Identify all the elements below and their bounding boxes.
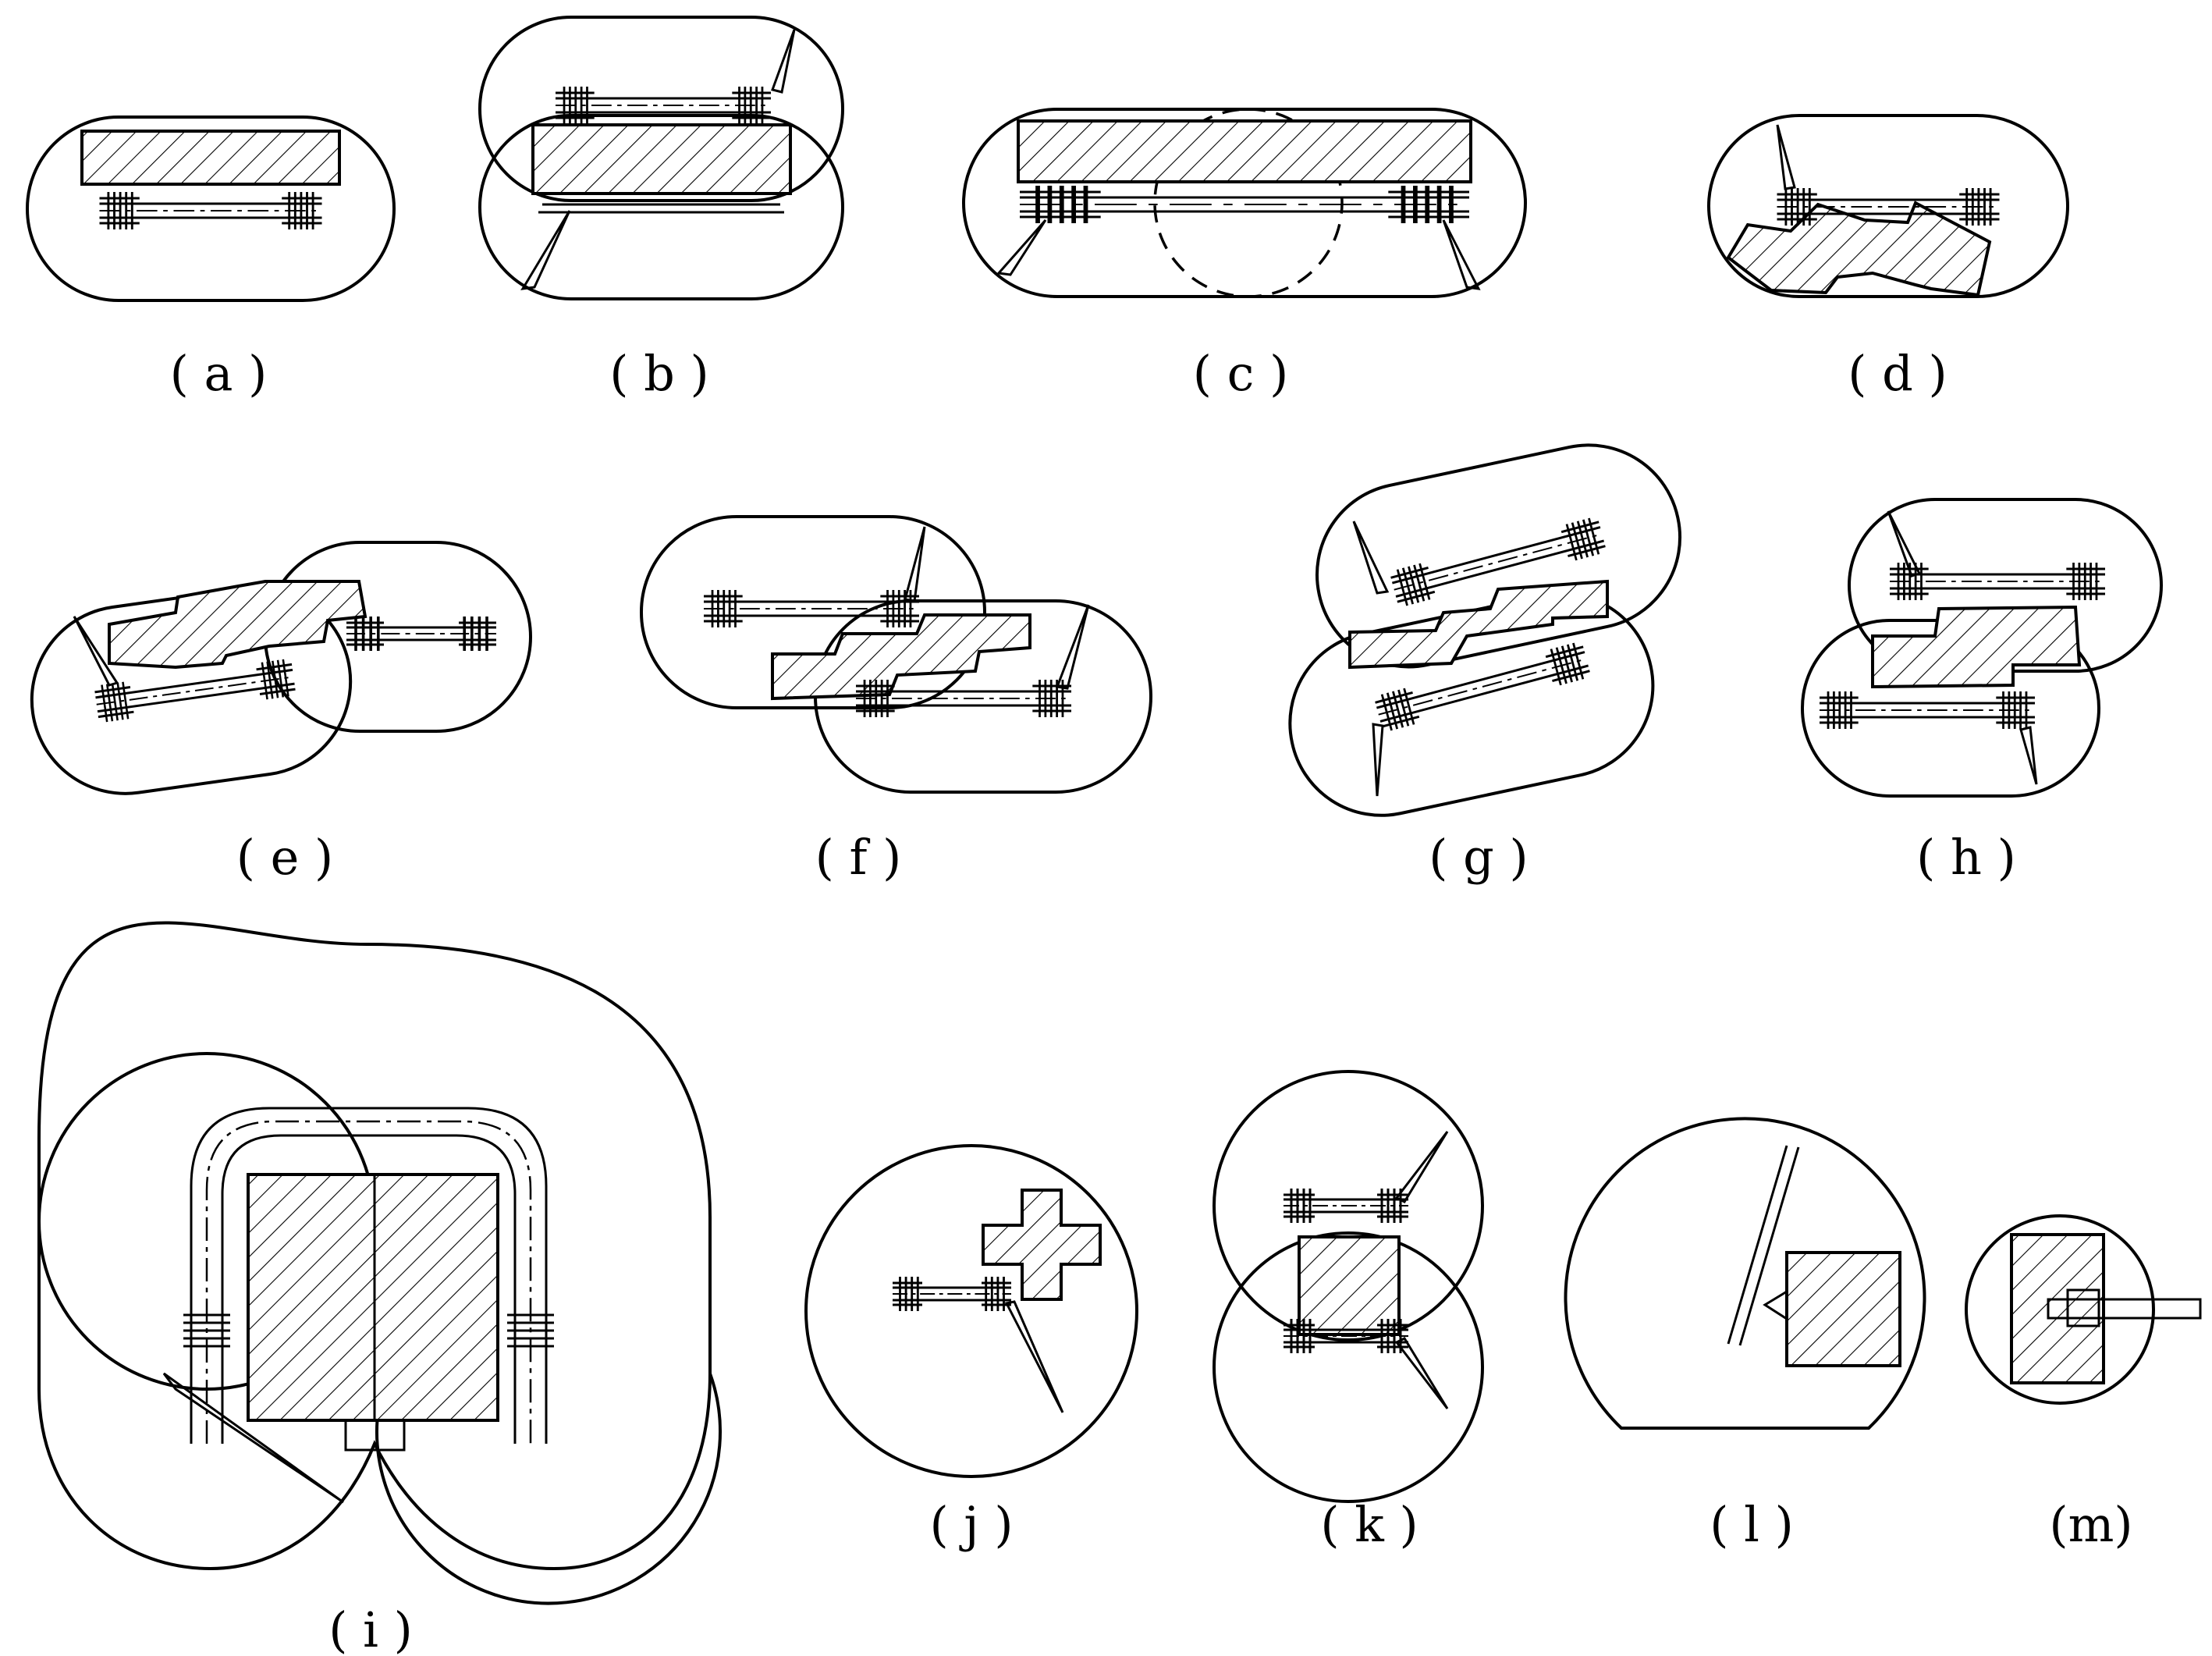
hatched-block	[80, 130, 341, 186]
conveyor-belt	[98, 190, 323, 231]
hatched-stepped-block	[108, 580, 367, 670]
panel-h	[1801, 498, 2163, 798]
work-zone-boundary	[1707, 114, 2069, 298]
conveyor-belt-left	[92, 656, 298, 725]
label-l: ( l )	[1710, 1496, 1794, 1553]
shifted-zone-dashed	[1153, 108, 1344, 298]
label-b: ( b )	[609, 345, 708, 402]
boom	[73, 616, 119, 687]
work-zone-arc-right	[375, 1373, 722, 1605]
boom-right	[1442, 219, 1481, 290]
u-belt-inner	[221, 1134, 517, 1444]
label-c: ( c )	[1193, 345, 1289, 402]
label-e: ( e )	[236, 829, 333, 886]
work-zone-boundary	[26, 115, 396, 302]
conveyor-belt-top	[554, 85, 772, 126]
conveyor-belt-top	[702, 588, 921, 629]
label-m: (m)	[2049, 1496, 2132, 1553]
boom-left	[996, 219, 1047, 276]
label-j: ( j )	[929, 1496, 1013, 1553]
hatched-cross-block	[982, 1189, 1102, 1301]
belt-idlers-left	[183, 1313, 230, 1348]
hatched-block	[1298, 1235, 1401, 1336]
panel-f	[640, 515, 1152, 794]
panel-d	[1707, 114, 2069, 298]
work-zone-boundary-top	[478, 16, 844, 202]
hatched-stepped-block	[1726, 201, 1992, 297]
outlet-box	[344, 1419, 406, 1452]
work-zone-boundary-left	[640, 515, 986, 709]
panel-c	[962, 108, 1527, 298]
conveyor-belt	[891, 1275, 1013, 1313]
boom-top	[904, 526, 926, 602]
hatched-stepped-block	[1348, 579, 1609, 670]
panel-m	[1965, 1214, 2202, 1405]
hatched-block	[1785, 1251, 1901, 1367]
hatched-block	[2010, 1233, 2105, 1384]
boom	[1004, 1300, 1064, 1413]
conveyor-belt-top	[1888, 561, 2107, 602]
panel-g	[1288, 443, 1682, 817]
hatched-stepped-block	[1871, 605, 2082, 689]
work-zone-circle-top	[1213, 1070, 1484, 1342]
label-f: ( f )	[815, 829, 902, 886]
outer-work-zone	[37, 921, 712, 1571]
boom	[162, 1372, 344, 1504]
work-zone-circle-bottom	[1213, 1231, 1484, 1503]
hatched-block	[531, 123, 792, 195]
label-k: ( k )	[1320, 1496, 1418, 1553]
hatched-block	[247, 1173, 499, 1422]
hatched-block	[1017, 119, 1472, 183]
conveyor-belt	[1020, 186, 1469, 223]
conveyor-belt-bottom	[854, 678, 1073, 719]
label-d: ( d )	[1848, 345, 1947, 402]
boom-2	[520, 210, 571, 290]
label-a: ( a )	[170, 345, 268, 402]
boom-bottom	[1055, 604, 1090, 690]
shaft-slot	[2047, 1298, 2202, 1320]
boom	[771, 29, 796, 94]
boom-bottom	[1394, 1337, 1449, 1409]
hatched-stepped-block	[771, 613, 1031, 701]
work-zone-circle	[1965, 1214, 2155, 1405]
panel-l	[1564, 1117, 1926, 1430]
u-belt-center	[205, 1120, 532, 1444]
boom-line-1	[1727, 1145, 1788, 1345]
u-belt-outer	[190, 1107, 548, 1444]
shaft-collar	[2066, 1288, 2100, 1327]
belt-idlers-right	[507, 1313, 554, 1348]
panel-b	[478, 16, 844, 300]
boom-top	[1887, 510, 1922, 577]
panel-i	[37, 921, 722, 1605]
boom-line-2	[1738, 1146, 1800, 1346]
boom-top	[1352, 521, 1390, 595]
conveyor-belt-top	[1282, 1187, 1410, 1224]
work-zone-boundary-top	[1315, 443, 1682, 669]
nozzle	[1763, 1289, 1788, 1321]
work-zone-circle	[804, 1144, 1138, 1478]
panel-k	[1213, 1070, 1484, 1503]
boom-bottom	[1372, 723, 1384, 797]
panel-j	[804, 1144, 1138, 1478]
label-h: ( h )	[1916, 829, 2016, 886]
boom-bottom	[2019, 726, 2038, 785]
conveyor-belt-bottom	[1818, 690, 2036, 730]
panel-e	[30, 541, 532, 795]
work-zone-arc	[1564, 1117, 1926, 1430]
boom	[1776, 124, 1796, 190]
conveyor-belt-right	[345, 615, 498, 652]
label-i: ( i )	[328, 1601, 413, 1656]
work-zone-boundary-bottom	[478, 114, 844, 300]
panel-a	[26, 115, 396, 302]
boom-top	[1394, 1131, 1449, 1203]
label-g: ( g )	[1429, 829, 1528, 886]
